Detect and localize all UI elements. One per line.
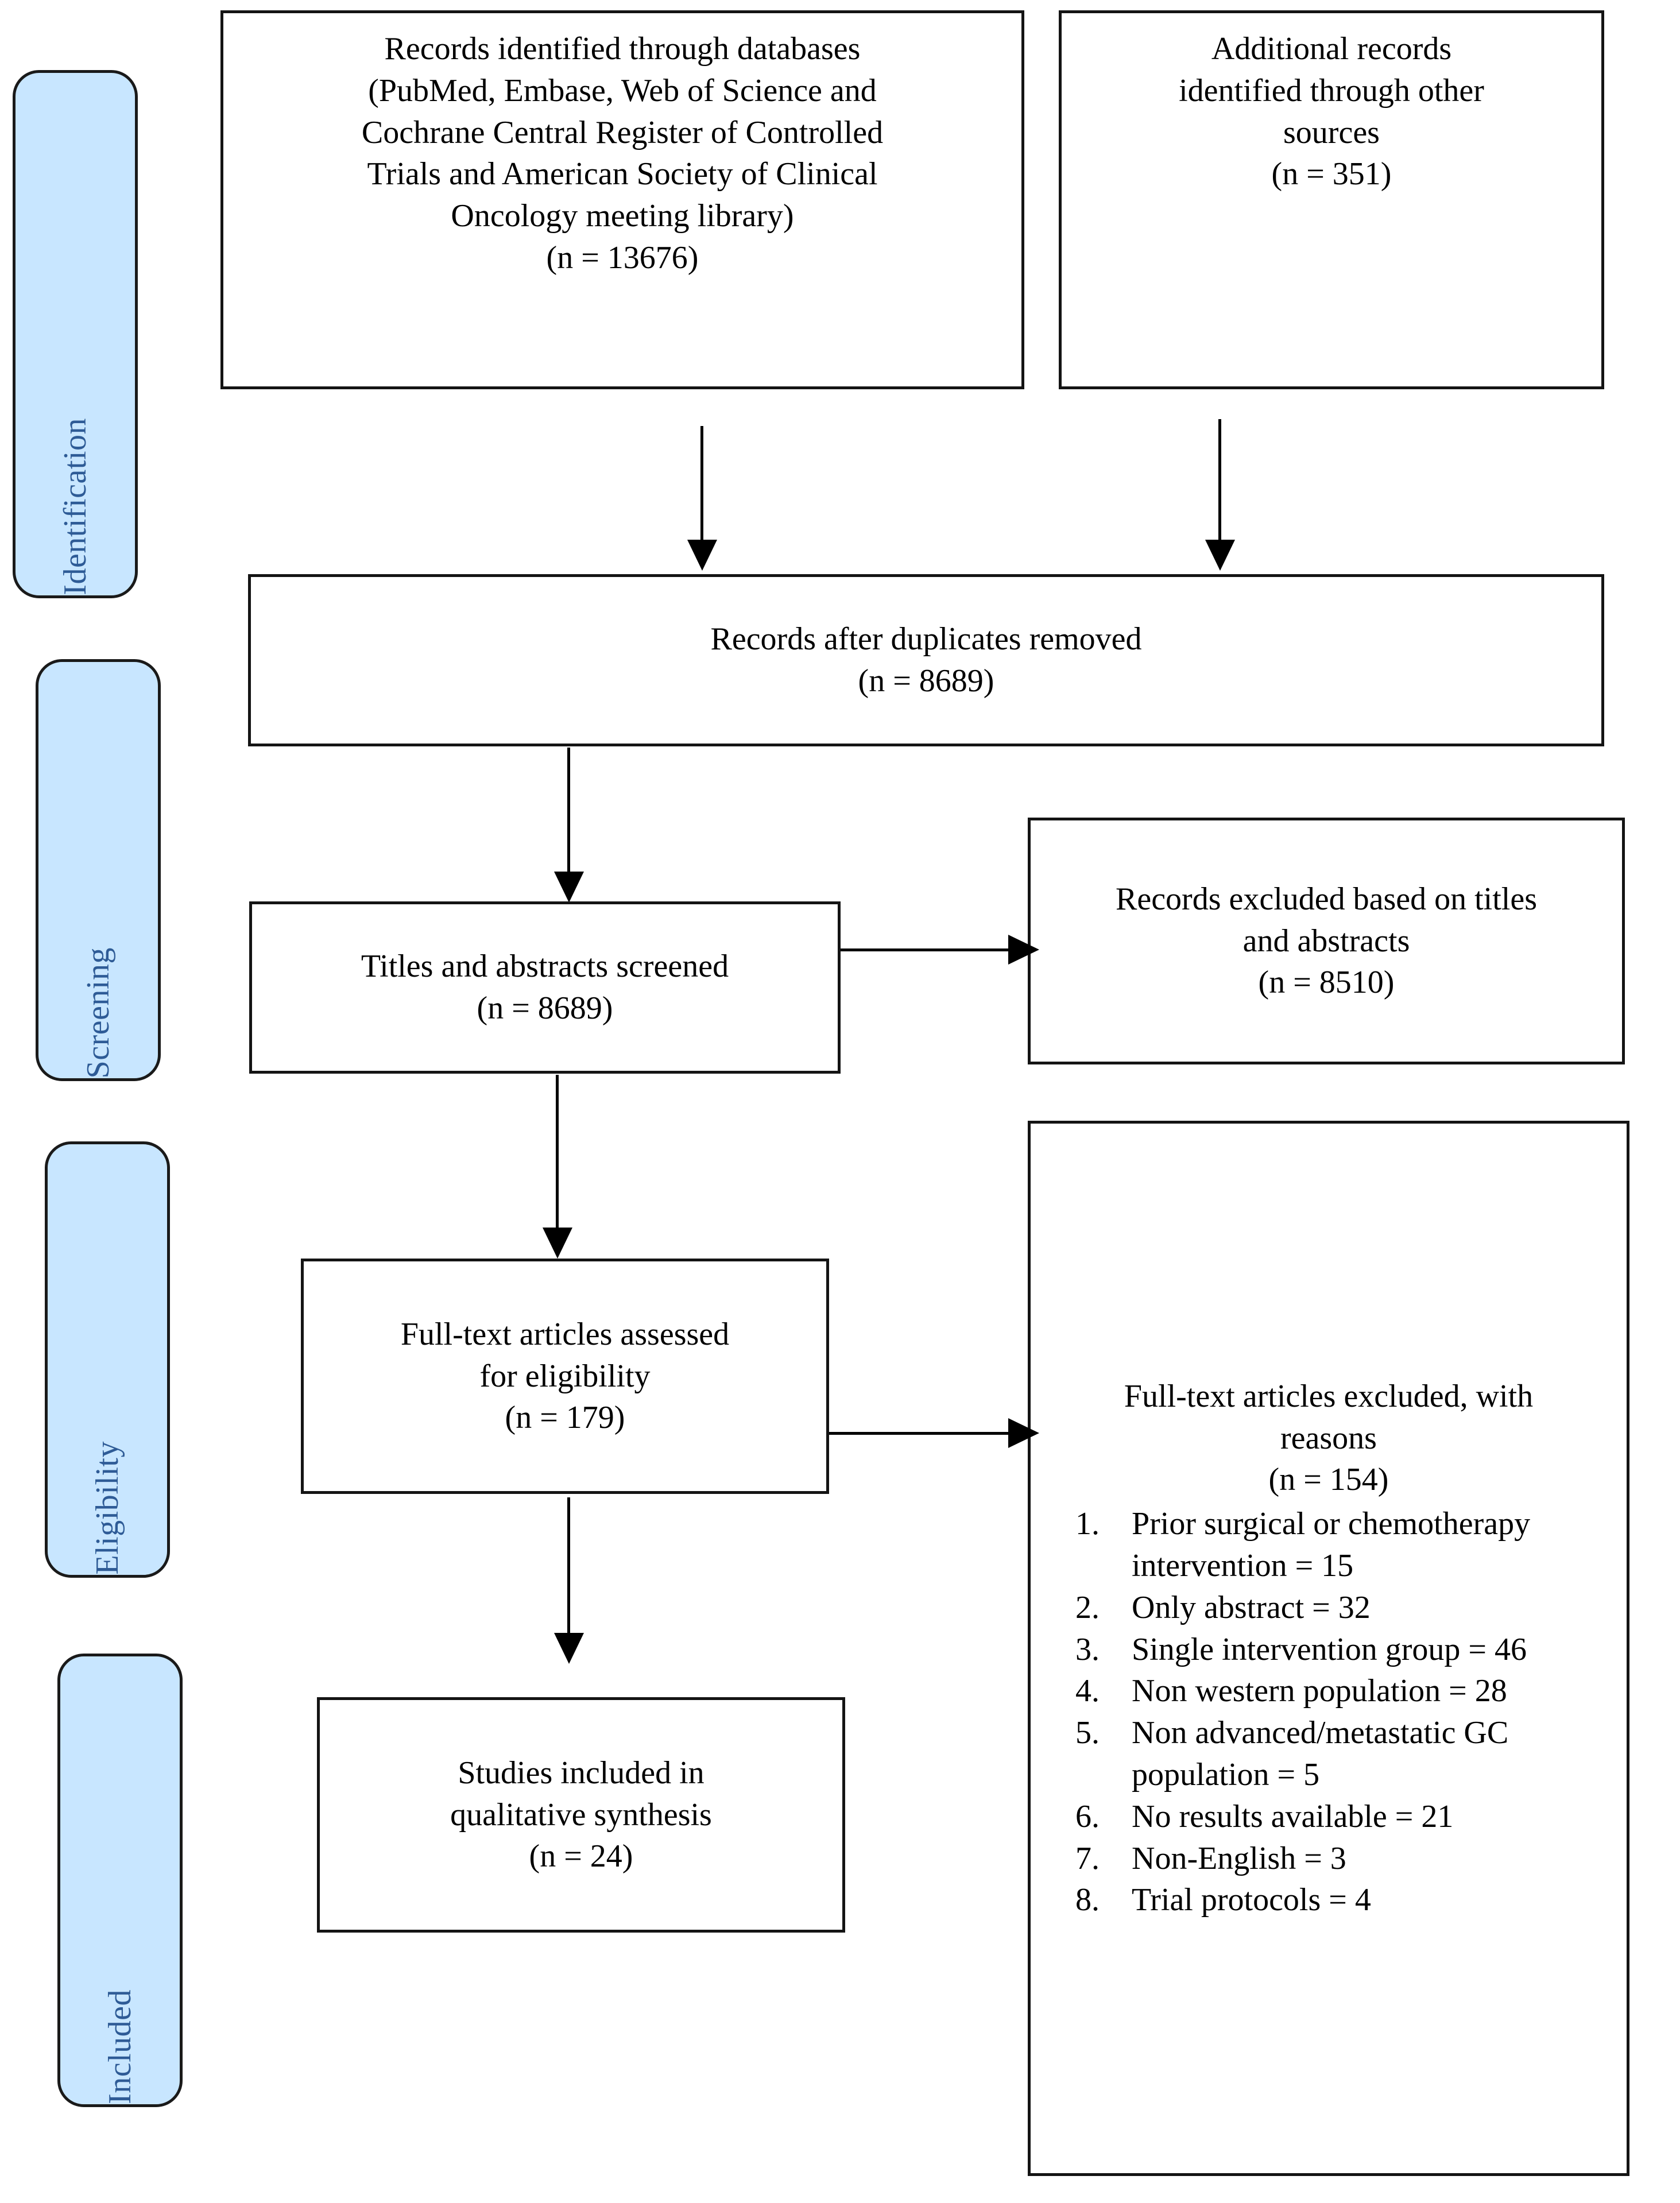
box-records-identified-text: Records identified through databases (Pu…: [361, 31, 884, 276]
arrow-line-screened-to-excluded: [841, 948, 1013, 951]
arrow-head-screened-to-excluded: [1008, 935, 1039, 965]
stage-label-eligibility: Eligibility: [90, 1441, 125, 1575]
arrow-head-fulltext-to-included: [554, 1633, 584, 1664]
box-studies-included: Studies included in qualitative synthesi…: [317, 1697, 845, 1933]
list-item: Non-English = 3: [1108, 1838, 1617, 1880]
stage-label-screening: Screening: [80, 947, 116, 1078]
list-item: Non western population = 28: [1108, 1670, 1617, 1712]
arrow-line-identified-to-dedup: [700, 426, 703, 542]
box-records-identified: Records identified through databases (Pu…: [220, 10, 1024, 389]
box-fulltext-excluded-heading: Full-text articles excluded, with reason…: [1124, 1378, 1534, 1498]
arrow-head-dedup-to-screened: [554, 872, 584, 903]
box-additional-records: Additional records identified through ot…: [1059, 10, 1604, 389]
arrow-head-screened-to-fulltext: [543, 1228, 572, 1259]
arrow-head-identified-to-dedup: [687, 540, 717, 571]
arrow-line-additional-to-dedup: [1218, 419, 1221, 542]
stage-pill-screening: Screening: [36, 659, 161, 1081]
stage-label-identification: Identification: [57, 418, 93, 595]
list-item: No results available = 21: [1108, 1796, 1617, 1838]
list-item: Only abstract = 32: [1108, 1587, 1617, 1629]
box-records-excluded-text: Records excluded based on titles and abs…: [1115, 881, 1537, 1001]
box-additional-records-text: Additional records identified through ot…: [1179, 31, 1484, 192]
box-fulltext-excluded: Full-text articles excluded, with reason…: [1028, 1121, 1629, 2176]
box-fulltext-assessed: Full-text articles assessed for eligibil…: [301, 1259, 829, 1494]
box-records-excluded: Records excluded based on titles and abs…: [1028, 818, 1625, 1064]
stage-pill-identification: Identification: [13, 70, 138, 598]
box-after-duplicates-text: Records after duplicates removed (n = 86…: [710, 621, 1142, 699]
stage-pill-included: Included: [57, 1654, 183, 2107]
box-titles-screened-text: Titles and abstracts screened (n = 8689): [361, 948, 729, 1026]
stage-pill-eligibility: Eligibility: [45, 1141, 170, 1578]
box-fulltext-assessed-text: Full-text articles assessed for eligibil…: [400, 1316, 730, 1436]
stage-label-included: Included: [102, 1989, 138, 2104]
arrow-line-fulltext-to-included: [567, 1497, 570, 1635]
exclusion-reason-list: Prior surgical or chemotherapy intervent…: [1040, 1503, 1617, 1921]
arrow-line-dedup-to-screened: [567, 748, 570, 874]
list-item: Single intervention group = 46: [1108, 1629, 1617, 1671]
list-item: Trial protocols = 4: [1108, 1879, 1617, 1921]
list-item: Non advanced/metastatic GC population = …: [1108, 1712, 1617, 1796]
arrow-line-screened-to-fulltext: [556, 1075, 559, 1230]
box-titles-screened: Titles and abstracts screened (n = 8689): [249, 901, 841, 1074]
box-studies-included-text: Studies included in qualitative synthesi…: [450, 1755, 712, 1875]
arrow-head-additional-to-dedup: [1205, 540, 1235, 571]
box-after-duplicates: Records after duplicates removed (n = 86…: [248, 574, 1604, 746]
list-item: Prior surgical or chemotherapy intervent…: [1108, 1503, 1617, 1587]
arrow-line-fulltext-to-excluded: [829, 1432, 1013, 1435]
arrow-head-fulltext-to-excluded: [1008, 1418, 1039, 1448]
